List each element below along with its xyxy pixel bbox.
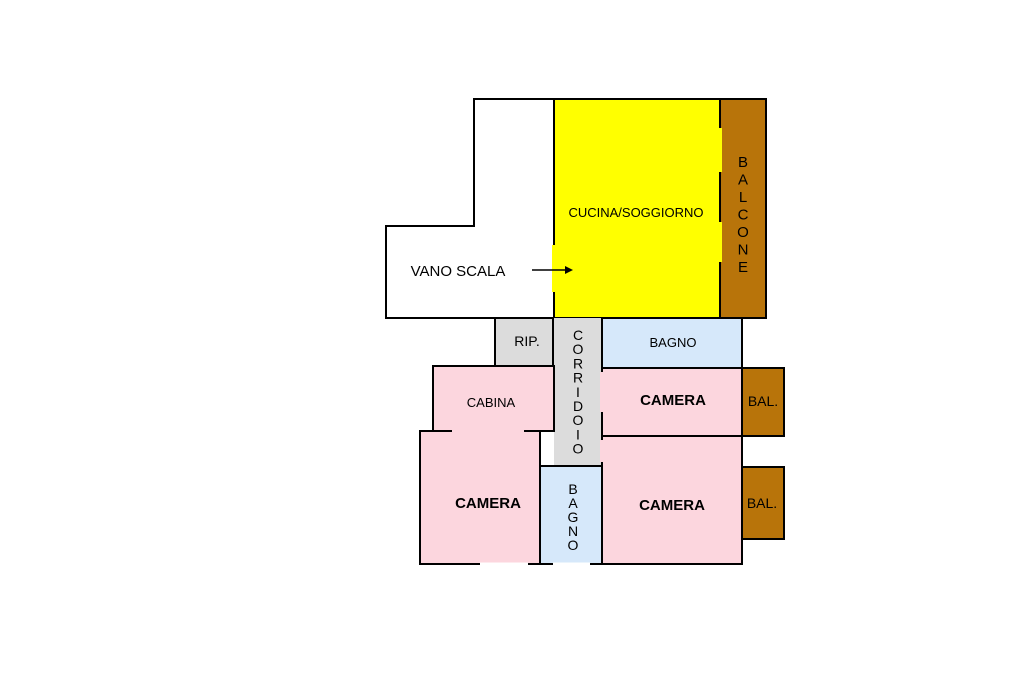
bal-bottom-area [741,466,785,540]
balcone-area [719,98,767,319]
bal-top-area [741,367,785,437]
label-cabina: CABINA [467,395,516,410]
label-camera-right-top: CAMERA [640,392,706,409]
camera-left-area [419,430,541,565]
camera-right-bottom-area [601,435,743,565]
label-rip: RIP. [514,333,539,349]
vano-scala-area [385,98,555,319]
bagno-vertical-area [539,465,603,565]
label-cucina-soggiorno: CUCINA/SOGGIORNO [568,205,703,220]
arrow-head-icon [565,266,573,274]
label-bal-bottom: BAL. [747,495,777,511]
label-vano-scala: VANO SCALA [411,263,506,280]
cucina-soggiorno-area [553,98,721,319]
corridoio-area [554,318,602,466]
label-camera-right-bottom: CAMERA [639,497,705,514]
label-camera-left: CAMERA [455,495,521,512]
label-bagno-top: BAGNO [650,335,697,350]
label-bal-top: BAL. [748,393,778,409]
